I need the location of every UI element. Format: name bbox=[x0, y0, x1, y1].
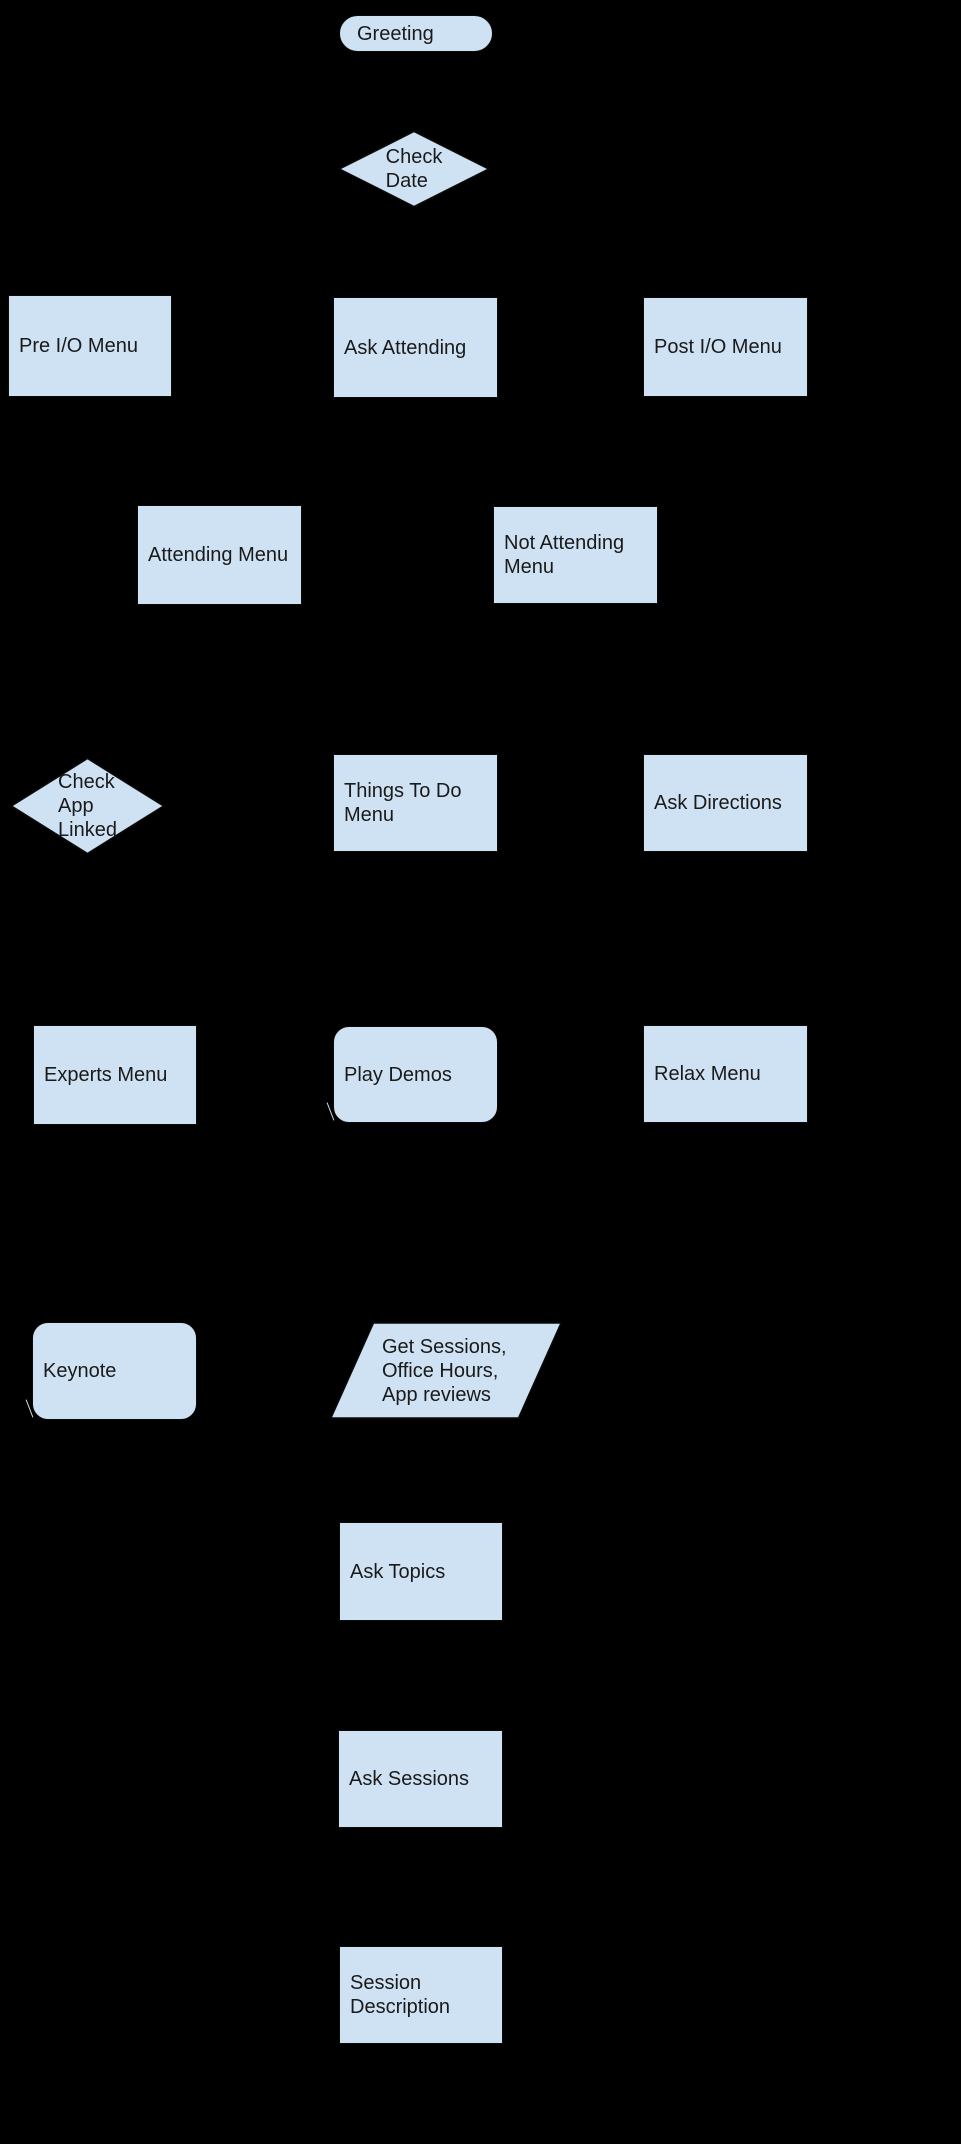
node-label: Keynote bbox=[43, 1360, 117, 1382]
io-parallelogram-shape bbox=[330, 1322, 562, 1419]
node-label: Play Demos bbox=[344, 1063, 452, 1086]
node-check-date: Check Date bbox=[338, 130, 490, 208]
node-things-to-do-menu: Things To Do Menu bbox=[333, 754, 498, 852]
decision-diamond-shape bbox=[10, 757, 165, 855]
node-ask-sessions: Ask Sessions bbox=[338, 1730, 503, 1828]
node-label: Check Date bbox=[385, 146, 443, 192]
node-pre-io-menu: Pre I/O Menu bbox=[8, 295, 172, 397]
node-check-app-linked: Check App Linked bbox=[10, 757, 165, 855]
node-ask-topics: Ask Topics bbox=[339, 1522, 503, 1621]
node-ask-attending: Ask Attending bbox=[333, 297, 498, 398]
node-not-attending-menu: Not Attending Menu bbox=[493, 506, 658, 604]
node-play-demos: Play Demos bbox=[326, 1026, 498, 1123]
node-session-description: Session Description bbox=[339, 1946, 503, 2044]
node-post-io-menu: Post I/O Menu bbox=[643, 297, 808, 397]
corner-curl-decoration bbox=[25, 1399, 34, 1418]
decision-diamond-shape bbox=[338, 130, 490, 208]
corner-curl-decoration bbox=[326, 1102, 335, 1121]
node-greeting: Greeting bbox=[339, 15, 493, 52]
node-keynote: Keynote bbox=[25, 1322, 197, 1420]
node-experts-menu: Experts Menu bbox=[33, 1025, 197, 1125]
node-relax-menu: Relax Menu bbox=[643, 1025, 808, 1123]
node-attending-menu: Attending Menu bbox=[137, 505, 302, 605]
node-label: Get Sessions, Office Hours, App reviews bbox=[382, 1335, 507, 1406]
node-label: Check App Linked bbox=[58, 771, 117, 841]
node-ask-directions: Ask Directions bbox=[643, 754, 808, 852]
node-get-sessions: Get Sessions, Office Hours, App reviews bbox=[330, 1322, 562, 1419]
